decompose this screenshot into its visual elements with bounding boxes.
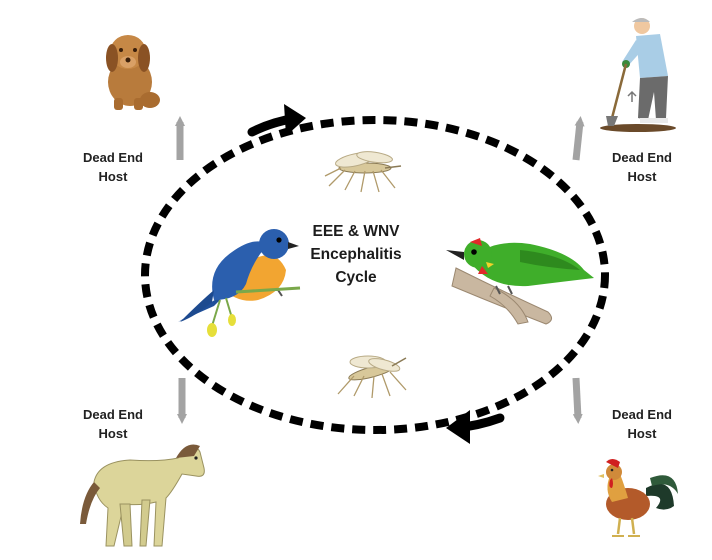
bluebird-icon (178, 229, 301, 337)
diagram-title: EEE & WNV Encephalitis Cycle (276, 220, 436, 289)
cycle-ring (141, 116, 609, 434)
title-line-3: Cycle (335, 269, 377, 286)
cycle-arrow-top-icon (247, 104, 306, 137)
title-line-2: Encephalitis (310, 246, 402, 263)
horse-icon (80, 444, 205, 547)
host-caption-line-1: Dead End (612, 407, 672, 422)
host-caption-line-1: Dead End (83, 150, 143, 165)
mosquito-icon (337, 355, 407, 399)
host-caption-line-2: Host (627, 169, 657, 184)
dead-end-arrow-rooster-icon (572, 377, 583, 424)
host-caption-dog: Dead End Host (53, 148, 173, 186)
gardener-icon (600, 18, 676, 132)
dog-icon (106, 35, 160, 110)
rooster-icon (598, 459, 678, 537)
host-caption-line-2: Host (98, 426, 128, 441)
mosquito-icon (324, 151, 402, 193)
green-bird-icon (446, 238, 594, 325)
host-caption-line-1: Dead End (612, 150, 672, 165)
dead-end-arrow-human-icon (572, 116, 585, 161)
host-caption-human: Dead End Host (582, 148, 702, 186)
host-caption-line-2: Host (98, 169, 128, 184)
title-line-1: EEE & WNV (312, 223, 400, 240)
host-caption-rooster: Dead End Host (582, 405, 702, 443)
host-caption-line-1: Dead End (83, 407, 143, 422)
host-caption-horse: Dead End Host (53, 405, 173, 443)
host-caption-line-2: Host (627, 426, 657, 441)
cycle-arrow-bottom-icon (446, 410, 505, 444)
